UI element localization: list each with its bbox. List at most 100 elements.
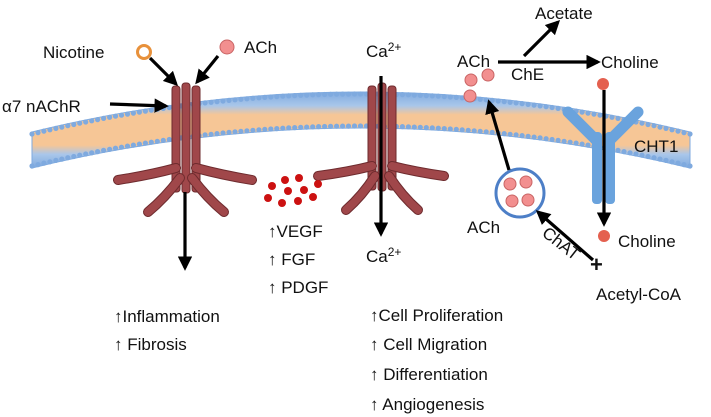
lipid-head — [585, 110, 591, 116]
released-ach-molecules — [463, 68, 495, 103]
lipid-head — [549, 136, 555, 143]
label-nicotine: Nicotine — [43, 43, 104, 62]
growth-factor-item: ↑ FGF — [268, 250, 315, 269]
lipid-head — [280, 125, 286, 131]
lipid-head — [675, 160, 681, 166]
lipid-head — [675, 128, 681, 134]
lipid-head — [232, 129, 238, 135]
lipid-head — [83, 119, 89, 125]
lipid-head — [41, 128, 47, 134]
lipid-head — [507, 131, 513, 137]
lipid-head — [507, 99, 513, 105]
lipid-head — [459, 127, 465, 133]
lipid-head — [250, 127, 256, 133]
label-acetate: Acetate — [535, 4, 593, 23]
lipid-head — [465, 127, 471, 133]
nicotine-molecule-icon — [136, 44, 152, 60]
lipid-head — [226, 129, 232, 135]
lipid-head — [429, 93, 435, 99]
lipid-head — [429, 125, 435, 131]
nicotinic-receptor-icon — [113, 82, 257, 217]
lipid-head — [274, 94, 280, 100]
lipid-head — [687, 163, 693, 169]
lipid-head — [47, 159, 53, 165]
lipid-head — [107, 114, 113, 120]
lipid-head — [95, 149, 101, 155]
lipid-head — [53, 157, 59, 163]
lipid-head — [615, 147, 621, 153]
lipid-head — [513, 132, 519, 138]
lipid-head — [71, 153, 77, 160]
lipid-head — [292, 125, 298, 131]
lipid-head — [160, 137, 166, 143]
lipid-head — [274, 126, 280, 132]
lipid-head — [334, 123, 340, 129]
lipid-head — [154, 138, 160, 144]
lipid-head — [441, 126, 447, 132]
lipid-head — [220, 130, 226, 136]
lipid-head — [59, 156, 65, 162]
lipid-head — [483, 129, 489, 135]
lipid-head — [130, 142, 136, 148]
lipid-head — [340, 123, 346, 129]
label-cht1: CHT1 — [634, 137, 678, 156]
label-plus: + — [590, 252, 603, 277]
lipid-head — [250, 95, 256, 101]
lipid-head — [214, 131, 220, 137]
lipid-head — [411, 92, 417, 98]
lipid-head — [310, 92, 316, 98]
lipid-head — [639, 152, 645, 158]
lipid-head — [142, 108, 148, 114]
lipid-head — [555, 105, 561, 111]
lipid-head — [621, 149, 627, 155]
lipid-head — [663, 157, 669, 163]
outcome-item: ↑ Differentiation — [370, 365, 488, 384]
lipid-head — [220, 98, 226, 104]
lipid-head — [417, 92, 423, 98]
lipid-head — [687, 131, 693, 137]
lipid-head — [107, 146, 113, 152]
lipid-head — [65, 123, 71, 129]
lipid-head — [124, 143, 131, 149]
lipid-head — [29, 163, 35, 169]
lipid-head — [118, 144, 125, 150]
lipid-head — [256, 127, 262, 133]
lipid-head — [609, 114, 615, 120]
lipid-head — [136, 141, 142, 147]
lipid-head — [447, 126, 453, 132]
lipid-head — [495, 98, 501, 104]
label-ca-top: Ca2+ — [366, 40, 401, 61]
outcome-item: ↑Inflammation — [114, 307, 220, 326]
lipid-head — [71, 121, 77, 128]
lipid-head — [286, 93, 292, 99]
lipid-head — [525, 101, 531, 107]
lipid-head — [89, 150, 95, 156]
lipid-head — [280, 93, 286, 99]
pathway-arrows — [109, 19, 612, 271]
lipid-head — [543, 104, 549, 110]
outcome-item: ↑Cell Proliferation — [370, 306, 503, 325]
lipid-head — [136, 109, 142, 115]
lipid-head — [322, 123, 328, 130]
lipid-head — [154, 106, 160, 112]
lipid-head — [459, 95, 465, 101]
lipid-head — [657, 156, 663, 162]
lipid-head — [202, 100, 208, 106]
lipid-head — [244, 96, 250, 102]
label-che: ChE — [511, 65, 544, 84]
lipid-head — [112, 145, 119, 151]
lipid-head — [405, 92, 411, 98]
lipid-head — [101, 147, 107, 153]
growth-factor-item: ↑VEGF — [268, 222, 323, 241]
lipid-head — [489, 129, 495, 135]
lipid-head — [298, 92, 304, 98]
lipid-head — [531, 134, 537, 140]
lipid-head — [513, 100, 519, 106]
lipid-head — [77, 120, 83, 126]
lipid-head — [148, 139, 154, 145]
lipid-head — [316, 124, 322, 130]
lipid-head — [627, 150, 633, 156]
lipid-head — [477, 128, 483, 134]
lipid-head — [651, 155, 657, 161]
